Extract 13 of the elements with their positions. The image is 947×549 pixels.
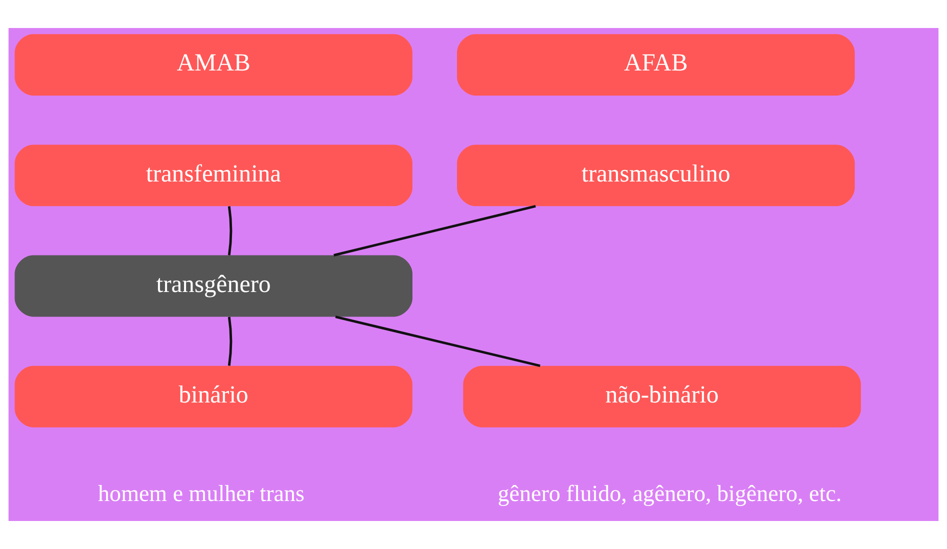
connector bbox=[335, 316, 540, 368]
node-box: não-binário bbox=[463, 366, 861, 428]
node-label: gênero fluido, agênero, bigênero, etc. bbox=[498, 480, 842, 506]
node-box: AMAB bbox=[14, 34, 412, 96]
connector bbox=[228, 206, 232, 256]
connector bbox=[334, 205, 536, 256]
node-box: transmasculino bbox=[457, 144, 855, 206]
node-label: homem e mulher trans bbox=[98, 480, 304, 506]
connector bbox=[228, 316, 232, 366]
node-box: AFAB bbox=[457, 34, 855, 96]
node-box: transfeminina bbox=[14, 144, 412, 206]
node-box: transgênero bbox=[14, 255, 412, 317]
node-box: binário bbox=[14, 366, 412, 428]
